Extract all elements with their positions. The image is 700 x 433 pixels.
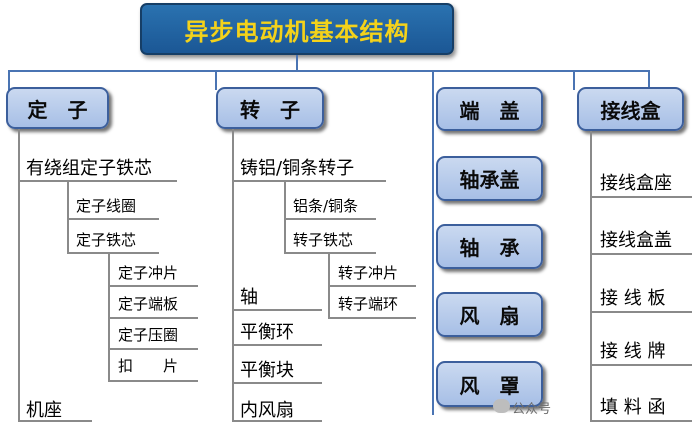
junction-box-base-line <box>590 196 692 198</box>
bus-drop-rotor <box>215 70 217 90</box>
category-stator: 定 子 <box>6 87 109 129</box>
bus-drop-stator <box>8 70 10 90</box>
category-rotor: 转 子 <box>216 87 324 129</box>
box-bearing: 轴 承 <box>436 224 543 269</box>
rotor-balance-ring-line <box>232 344 322 346</box>
junction-terminal-plate-line <box>590 364 692 366</box>
box-bearing-cover: 轴承盖 <box>436 156 543 201</box>
stator-clip-line <box>108 380 198 382</box>
junction-stuffing-box: 填 料 函 <box>600 397 666 418</box>
junction-box-base: 接线盒座 <box>600 173 672 194</box>
category-junction-box: 接线盒 <box>577 87 684 131</box>
junction-terminal-board-line <box>590 311 692 313</box>
stator-punching-line <box>108 285 198 287</box>
rotor-shaft-line <box>232 309 322 311</box>
stator-core-spine <box>108 252 110 381</box>
rotor-core: 转子铁芯 <box>293 231 354 249</box>
rotor-inner-fan: 内风扇 <box>240 400 294 421</box>
rotor-cast-rotor-line <box>232 180 386 182</box>
rotor-bars: 铝条/铜条 <box>293 197 359 215</box>
junction-box-cover-line <box>590 253 692 255</box>
stator-core: 定子铁芯 <box>76 231 137 249</box>
junction-box-cover: 接线盒盖 <box>600 230 672 251</box>
stator-core-assembly: 有绕组定子铁芯 <box>26 158 152 179</box>
stator-coil-line <box>67 218 159 220</box>
stator-spine <box>18 129 20 420</box>
stator-sub-spine <box>67 180 69 252</box>
right-spine <box>432 70 434 415</box>
rotor-balance-block-line <box>232 382 322 384</box>
rotor-core-line <box>284 252 376 254</box>
rotor-shaft: 轴 <box>240 287 258 308</box>
stator-clip: 扣 片 <box>118 357 179 375</box>
bus-drop-junction <box>573 70 575 90</box>
rotor-spine <box>232 129 234 420</box>
rotor-sub-spine <box>284 180 286 252</box>
rotor-punching: 转子冲片 <box>338 264 399 282</box>
stator-punching: 定子冲片 <box>118 264 179 282</box>
stator-frame: 机座 <box>26 400 62 421</box>
diagram-title: 异步电动机基本结构 <box>140 3 454 55</box>
rotor-end-ring: 转子端环 <box>338 295 399 313</box>
rotor-cast-rotor: 铸铝/铜条转子 <box>240 158 355 179</box>
wechat-icon <box>493 399 510 413</box>
title-stem <box>296 55 298 71</box>
rotor-bars-line <box>284 218 376 220</box>
watermark-text: 公众号 <box>512 402 552 417</box>
box-fan-cover: 风 罩 <box>436 361 543 407</box>
rotor-inner-fan-line <box>232 420 322 422</box>
rotor-punching-line <box>328 285 416 287</box>
stator-coil: 定子线圈 <box>76 197 137 215</box>
bus-drop-right <box>648 70 650 90</box>
stator-end-plate-line <box>108 317 198 319</box>
rotor-balance-ring: 平衡环 <box>240 322 294 343</box>
box-fan: 风 扇 <box>436 292 543 337</box>
rotor-balance-block: 平衡块 <box>240 360 294 381</box>
stator-press-ring-line <box>108 348 198 350</box>
junction-stuffing-box-line <box>590 420 692 422</box>
category-end-cover: 端 盖 <box>436 87 543 131</box>
stator-press-ring: 定子压圈 <box>118 326 179 344</box>
rotor-end-ring-line <box>328 317 416 319</box>
junction-spine <box>590 131 592 420</box>
top-bus-line <box>8 70 650 72</box>
stator-end-plate: 定子端板 <box>118 295 179 313</box>
stator-core-line <box>67 252 159 254</box>
stator-frame-line <box>18 420 92 422</box>
junction-terminal-plate: 接 线 牌 <box>600 341 666 362</box>
junction-terminal-board: 接 线 板 <box>600 288 666 309</box>
stator-core-assembly-line <box>18 180 177 182</box>
